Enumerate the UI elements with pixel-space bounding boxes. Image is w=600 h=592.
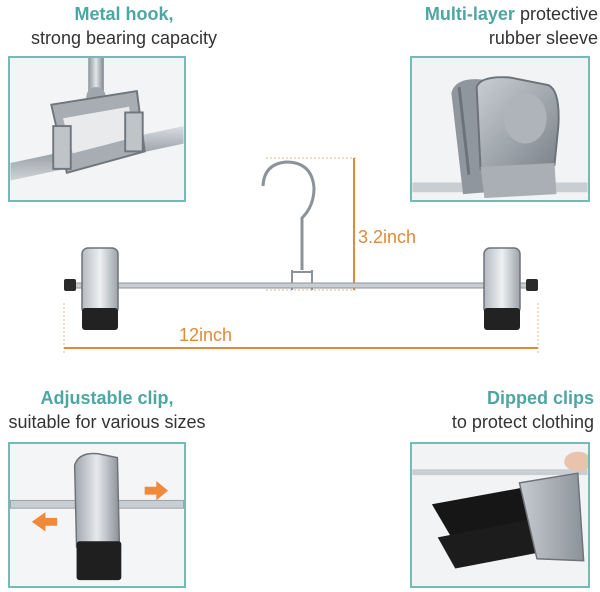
adjustable-clip-illustration: [10, 444, 184, 586]
dipped-clips-photo: [410, 442, 590, 588]
adjustable-clip-title: Adjustable clip,: [40, 388, 174, 408]
rubber-sleeve-description: rubber sleeve: [488, 28, 598, 48]
adjustable-clip-description: suitable for various sizes: [8, 412, 206, 432]
metal-hook-title: Metal hook,: [74, 4, 174, 24]
right-clip: [483, 247, 538, 330]
height-dimension-label: 3.2inch: [355, 226, 420, 249]
rubber-sleeve-photo: [410, 56, 590, 202]
metal-hook-description: strong bearing capacity: [30, 28, 218, 48]
metal-hook-caption: Metal hook, strong bearing capacity: [14, 2, 234, 50]
hanger-illustration: [63, 157, 539, 353]
hanger-diagram: [56, 148, 546, 363]
rubber-sleeve-inline: protective: [514, 4, 598, 24]
dipped-clips-title: Dipped clips: [486, 388, 594, 408]
adjustable-clip-caption: Adjustable clip, suitable for various si…: [0, 386, 214, 434]
left-clip: [64, 247, 119, 330]
metal-hook-photo: [8, 56, 186, 202]
arrow-left-icon: [31, 512, 58, 532]
rubber-sleeve-illustration: [412, 58, 588, 200]
rubber-sleeve-title: Multi-layer: [424, 4, 515, 24]
dipped-clips-description: to protect clothing: [451, 412, 594, 432]
dipped-clips-caption: Dipped clips to protect clothing: [404, 386, 594, 434]
arrow-right-icon: [144, 480, 168, 501]
dipped-clips-illustration: [412, 444, 588, 586]
width-dimension-label: 12inch: [176, 324, 236, 347]
adjustable-clip-photo: [8, 442, 186, 588]
metal-hook-illustration: [10, 58, 184, 200]
rubber-sleeve-caption: Multi-layer protective rubber sleeve: [370, 2, 598, 50]
